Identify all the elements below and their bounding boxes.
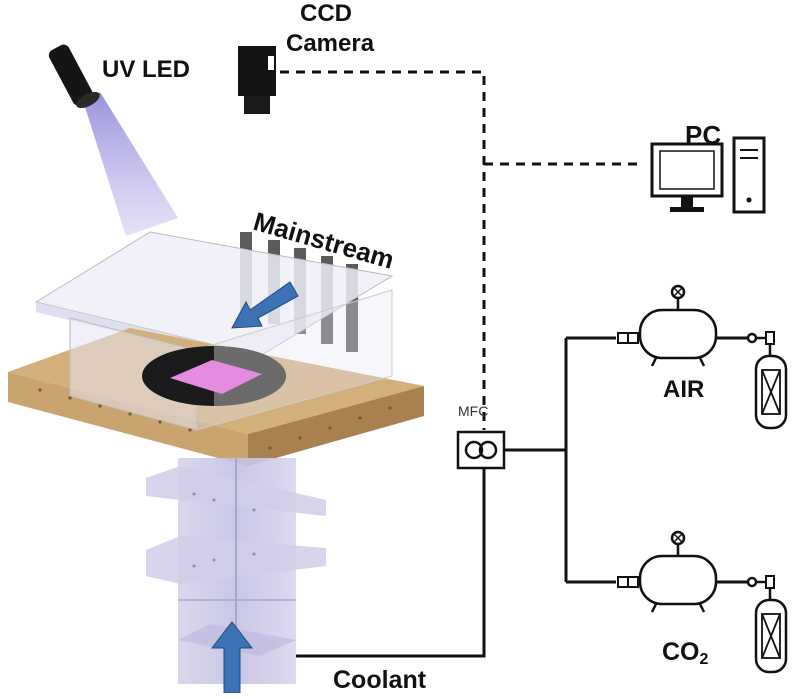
air-cylinder-icon — [746, 331, 788, 430]
pc-icon — [650, 136, 766, 214]
co2-label-main: CO — [662, 638, 700, 666]
coolant-line — [296, 466, 486, 658]
uv-led-label: UV LED — [102, 56, 191, 83]
table-front-right — [248, 386, 424, 466]
camera-label: Camera — [286, 30, 375, 57]
ccd-camera-icon — [238, 46, 276, 114]
mfc-label: MFC — [458, 403, 489, 419]
test-section-base — [8, 289, 424, 466]
uv-led-body — [48, 44, 94, 106]
air-label: AIR — [663, 376, 705, 403]
pink-sample-surface — [170, 360, 262, 394]
table-front-left — [8, 372, 248, 466]
co2-label: CO2 — [662, 640, 708, 668]
air-compressor-icon — [617, 284, 718, 367]
gas-lines — [296, 336, 752, 658]
mfc-icon — [456, 430, 506, 470]
camera-signal-line — [280, 70, 486, 430]
coolant-inlet-arrow — [210, 621, 254, 694]
coolant-label: Coolant — [333, 666, 427, 694]
co2-compressor-icon — [617, 530, 718, 613]
mainstream-arrow — [231, 281, 299, 329]
pc-label: PC — [685, 120, 722, 150]
ccd-label: CCD — [300, 0, 352, 27]
uv-beam — [84, 92, 178, 236]
co2-cylinder-icon — [746, 575, 788, 674]
uv-led — [48, 44, 178, 236]
co2-label-subscript: 2 — [699, 651, 709, 668]
signal-lines — [280, 70, 640, 430]
